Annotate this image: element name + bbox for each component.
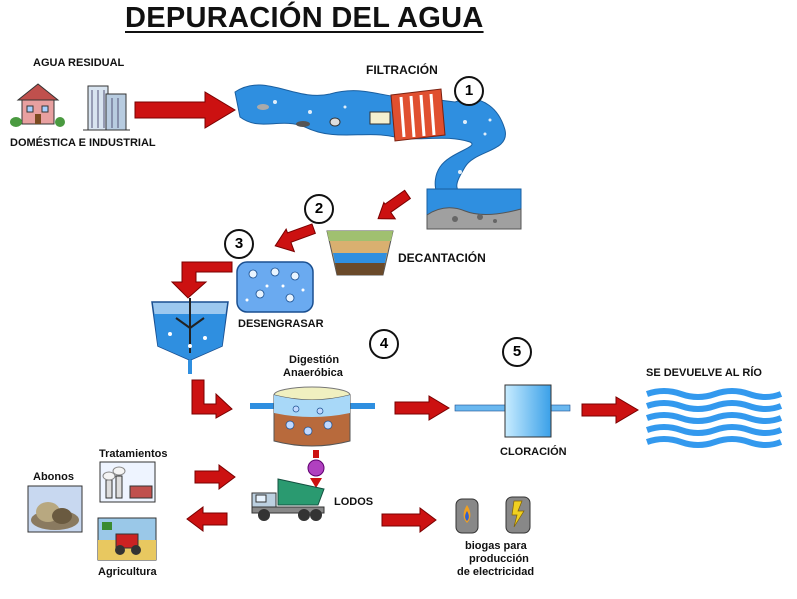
sludge-valve bbox=[307, 450, 325, 488]
label-abonos: Abonos bbox=[33, 471, 74, 483]
arrow-to-filtration bbox=[134, 91, 236, 129]
label-domestica-industrial: DOMÉSTICA E INDUSTRIAL bbox=[10, 137, 156, 149]
decantation-tank bbox=[326, 230, 394, 276]
label-desengrasar: DESENGRASAR bbox=[238, 318, 324, 330]
chlorination-tank bbox=[454, 384, 571, 438]
degreasing-tank bbox=[236, 261, 314, 313]
label-decantacion: DECANTACIÓN bbox=[398, 251, 486, 265]
label-tratamientos: Tratamientos bbox=[99, 448, 168, 460]
filter-grid bbox=[390, 88, 446, 142]
label-agua-residual: AGUA RESIDUAL bbox=[33, 57, 125, 69]
treatment-plant-icon bbox=[99, 461, 156, 503]
arrow-to-mixing-tank bbox=[170, 261, 233, 299]
label-biogas-1: biogas para bbox=[465, 540, 527, 552]
gas-flame-icon bbox=[455, 498, 479, 534]
electricity-icon bbox=[505, 496, 531, 534]
arrow-to-agriculture bbox=[186, 506, 228, 532]
sediment-tank bbox=[426, 188, 522, 230]
mixing-tank-outlet bbox=[188, 360, 192, 374]
label-biogas-2: producción bbox=[469, 553, 529, 565]
river-waves bbox=[646, 388, 783, 448]
label-agricultura: Agricultura bbox=[98, 566, 157, 578]
arrow-to-digester bbox=[191, 379, 233, 419]
label-se-devuelve: SE DEVUELVE AL RÍO bbox=[646, 367, 762, 379]
label-filtracion: FILTRACIÓN bbox=[366, 63, 438, 77]
label-digestion: Digestión bbox=[289, 354, 340, 366]
label-lodos: LODOS bbox=[334, 496, 374, 508]
arrow-to-decantation bbox=[377, 189, 412, 220]
step-1-circle: 1 bbox=[454, 76, 484, 106]
mixing-tank bbox=[151, 298, 229, 361]
arrow-to-chlorination bbox=[394, 395, 450, 421]
digester-tank bbox=[250, 386, 375, 447]
label-biogas-3: de electricidad bbox=[457, 566, 535, 578]
fertilizer-icon bbox=[27, 485, 83, 533]
arrow-to-river bbox=[581, 396, 639, 424]
page-title: DEPURACIÓN DEL AGUA bbox=[125, 2, 484, 34]
agriculture-icon bbox=[97, 517, 157, 561]
factory-building-icon bbox=[83, 85, 130, 131]
arrow-to-degreasing bbox=[274, 223, 316, 253]
label-cloracion: CLORACIÓN bbox=[500, 446, 567, 458]
arrow-to-biogas bbox=[381, 507, 437, 533]
dump-truck bbox=[251, 478, 325, 521]
step-5-circle: 5 bbox=[502, 337, 532, 367]
label-anaerobica: Anaeróbica bbox=[283, 367, 343, 379]
house-icon bbox=[10, 83, 65, 127]
step-3-circle: 3 bbox=[224, 229, 254, 259]
arrow-from-treatments bbox=[194, 464, 236, 490]
step-4-circle: 4 bbox=[369, 329, 399, 359]
step-2-circle: 2 bbox=[304, 194, 334, 224]
